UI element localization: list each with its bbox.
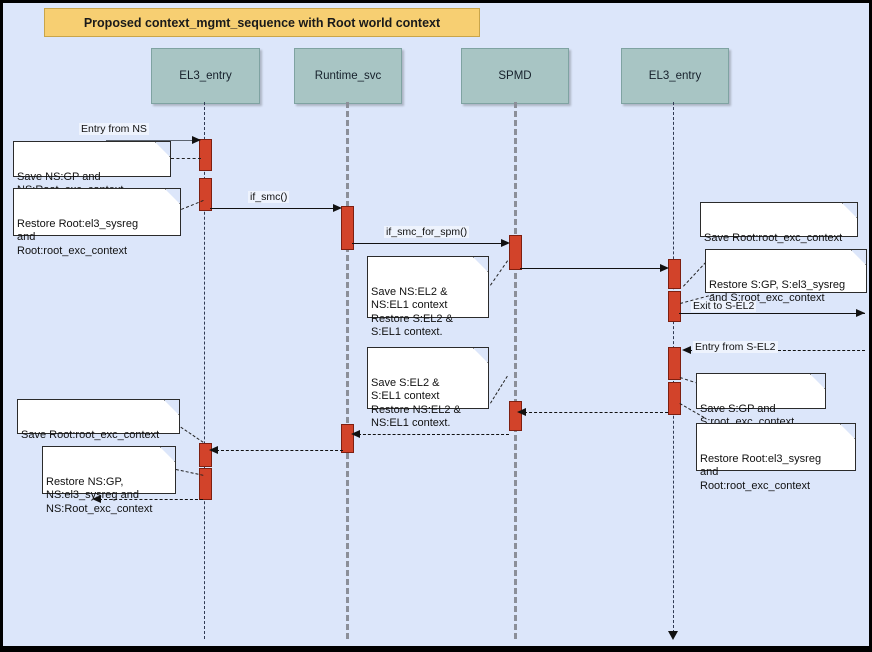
- note-save-root-exc-context-right: Save Root:root_exc_context: [700, 202, 858, 244]
- note-fold-icon: [810, 374, 825, 389]
- message-entry-from-ns-arrow-icon: [192, 136, 201, 144]
- message-entry-from-ns-line: [106, 140, 194, 141]
- activation-el3-left-2: [199, 178, 212, 211]
- message-spmd-to-runtime-return-line: [358, 434, 509, 435]
- message-entry-from-s-el2-arrow-icon: [682, 346, 691, 354]
- message-if-smc-for-spm-label: if_smc_for_spm(): [384, 226, 470, 238]
- sequence-diagram-canvas: Proposed context_mgmt_sequence with Root…: [3, 3, 869, 646]
- message-if-smc-label: if_smc(): [248, 191, 290, 203]
- note-fold-icon: [155, 142, 170, 157]
- message-spmd-to-runtime-return-arrow-icon: [351, 430, 360, 438]
- note-restore-ns-gp: Restore NS:GP, NS:el3_sysreg and NS:Root…: [42, 446, 176, 515]
- message-el3-right-to-spmd-return-arrow-icon: [517, 408, 526, 416]
- message-el3-left-exit-arrow-icon: [92, 495, 101, 503]
- activation-el3-right-3: [668, 347, 681, 380]
- note-fold-icon: [851, 250, 866, 265]
- activation-spmd-2: [509, 401, 522, 431]
- note-text: Save Root:root_exc_context: [21, 428, 160, 441]
- message-spmd-to-el3-right-arrow-icon: [660, 264, 669, 272]
- note-text: Restore S:GP, S:el3_sysreg and S:root_ex…: [709, 278, 846, 305]
- lifeline-spmd: [514, 102, 517, 639]
- note-fold-icon: [473, 257, 488, 272]
- message-if-smc-arrow-icon: [333, 204, 342, 212]
- message-el3-right-to-spmd-return-line: [524, 412, 668, 413]
- note-save-root-exc-context-left: Save Root:root_exc_context: [17, 399, 180, 441]
- activation-el3-left-1: [199, 139, 212, 171]
- note-fold-icon: [840, 424, 855, 439]
- lifeline-end-arrow-icon: [668, 631, 678, 640]
- message-el3-left-exit-line: [99, 499, 203, 500]
- note-leader-3: [490, 260, 509, 286]
- message-exit-to-s-el2-arrow-icon: [856, 309, 865, 317]
- message-runtime-to-el3-left-return-line: [216, 450, 343, 451]
- note-text: Restore Root:el3_sysreg and Root:root_ex…: [700, 452, 822, 492]
- lifeline-head-spmd[interactable]: SPMD: [461, 48, 569, 104]
- activation-el3-right-2: [668, 291, 681, 322]
- note-text: Save NS:EL2 & NS:EL1 context Restore S:E…: [371, 285, 453, 339]
- activation-el3-left-4: [199, 468, 212, 500]
- note-save-s-gp: Save S:GP and S:root_exc_context: [696, 373, 826, 428]
- note-restore-root-el3-sysreg-bottom: Restore Root:el3_sysreg and Root:root_ex…: [696, 423, 856, 492]
- message-entry-from-ns-label: Entry from NS: [79, 123, 149, 135]
- note-save-s-el2-restore-ns-el2: Save S:EL2 & S:EL1 context Restore NS:EL…: [367, 347, 489, 429]
- note-leader-1: [171, 158, 201, 159]
- message-exit-to-s-el2-label: Exit to S-EL2: [691, 300, 757, 312]
- note-text: Save S:EL2 & S:EL1 context Restore NS:EL…: [371, 376, 461, 430]
- activation-runtime-svc-2: [341, 424, 354, 453]
- note-text: Restore NS:GP, NS:el3_sysreg and NS:Root…: [46, 475, 153, 515]
- activation-el3-right-1: [668, 259, 681, 289]
- activation-runtime-svc-1: [341, 206, 354, 250]
- message-runtime-to-el3-left-return-arrow-icon: [209, 446, 218, 454]
- message-entry-from-s-el2-label: Entry from S-EL2: [693, 341, 778, 353]
- message-if-smc-for-spm-line: [352, 243, 503, 244]
- note-text: Save Root:root_exc_context: [704, 231, 843, 244]
- lifeline-head-el3-entry-left[interactable]: EL3_entry: [151, 48, 260, 104]
- note-fold-icon: [160, 447, 175, 462]
- lifeline-runtime-svc: [346, 102, 349, 639]
- note-save-ns-gp: Save NS:GP and NS:Root_exc_context: [13, 141, 171, 196]
- activation-el3-left-3: [199, 443, 212, 467]
- message-if-smc-for-spm-arrow-icon: [501, 239, 510, 247]
- note-fold-icon: [165, 189, 180, 204]
- lifeline-head-el3-entry-right[interactable]: EL3_entry: [621, 48, 729, 104]
- activation-el3-right-4: [668, 382, 681, 415]
- diagram-title-banner: Proposed context_mgmt_sequence with Root…: [44, 8, 480, 37]
- note-fold-icon: [473, 348, 488, 363]
- message-if-smc-line: [210, 208, 335, 209]
- note-leader-6: [490, 375, 508, 404]
- message-exit-to-s-el2-line: [679, 313, 865, 314]
- note-restore-root-el3-sysreg-top: Restore Root:el3_sysreg and Root:root_ex…: [13, 188, 181, 257]
- note-leader-9: [176, 424, 204, 443]
- lifeline-head-runtime-svc[interactable]: Runtime_svc: [294, 48, 402, 104]
- activation-spmd-1: [509, 235, 522, 270]
- note-restore-s-gp: Restore S:GP, S:el3_sysreg and S:root_ex…: [705, 249, 867, 304]
- note-save-ns-el2-restore-s-el2: Save NS:EL2 & NS:EL1 context Restore S:E…: [367, 256, 489, 338]
- note-text: Restore Root:el3_sysreg and Root:root_ex…: [17, 217, 139, 257]
- lifeline-el3-entry-left: [204, 102, 205, 639]
- note-fold-icon: [164, 400, 179, 415]
- message-spmd-to-el3-right-line: [520, 268, 662, 269]
- note-fold-icon: [842, 203, 857, 218]
